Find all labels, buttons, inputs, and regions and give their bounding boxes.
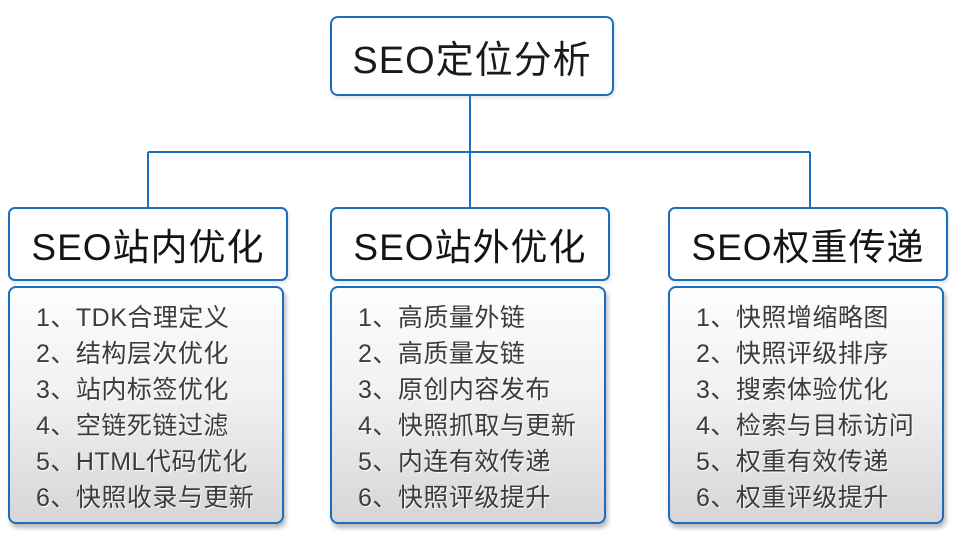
- list-item: 4、快照抓取与更新: [358, 412, 577, 440]
- column-offsite-header-box: SEO站外优化: [330, 207, 610, 281]
- root-node-title: SEO定位分析: [352, 39, 592, 82]
- list-item: 1、快照增缩略图: [696, 304, 889, 332]
- column-onsite-list-box: 1、TDK合理定义 2、结构层次优化 3、站内标签优化 4、空链死链过滤 5、H…: [8, 286, 284, 524]
- list-item: 3、搜索体验优化: [696, 376, 889, 404]
- column-offsite-list-box: 1、高质量外链 2、高质量友链 3、原创内容发布 4、快照抓取与更新 5、内连有…: [330, 286, 606, 524]
- list-item: 4、空链死链过滤: [36, 412, 229, 440]
- column-onsite-header-box: SEO站内优化: [8, 207, 288, 281]
- root-node-box: SEO定位分析: [330, 16, 614, 96]
- list-item: 2、结构层次优化: [36, 340, 229, 368]
- list-item: 6、权重评级提升: [696, 484, 889, 512]
- list-item: 1、高质量外链: [358, 304, 526, 332]
- list-item: 4、检索与目标访问: [696, 412, 915, 440]
- list-item: 3、站内标签优化: [36, 376, 229, 404]
- column-weight-header-box: SEO权重传递: [668, 207, 948, 281]
- list-item: 2、快照评级排序: [696, 340, 889, 368]
- list-item: 1、TDK合理定义: [36, 304, 230, 332]
- list-item: 3、原创内容发布: [358, 376, 551, 404]
- list-item: 2、高质量友链: [358, 340, 526, 368]
- column-offsite-title: SEO站外优化: [353, 227, 587, 268]
- list-item: 6、快照评级提升: [358, 484, 551, 512]
- column-weight-title: SEO权重传递: [691, 227, 925, 268]
- list-item: 5、权重有效传递: [696, 448, 889, 476]
- list-item: 6、快照收录与更新: [36, 484, 255, 512]
- column-weight-list-box: 1、快照增缩略图 2、快照评级排序 3、搜索体验优化 4、检索与目标访问 5、权…: [668, 286, 944, 524]
- list-item: 5、HTML代码优化: [36, 448, 248, 476]
- column-onsite: SEO站内优化 1、TDK合理定义 2、结构层次优化 3、站内标签优化 4、空链…: [8, 207, 288, 524]
- column-offsite: SEO站外优化 1、高质量外链 2、高质量友链 3、原创内容发布 4、快照抓取与…: [330, 207, 610, 524]
- column-weight: SEO权重传递 1、快照增缩略图 2、快照评级排序 3、搜索体验优化 4、检索与…: [668, 207, 948, 524]
- column-onsite-title: SEO站内优化: [31, 227, 265, 268]
- list-item: 5、内连有效传递: [358, 448, 551, 476]
